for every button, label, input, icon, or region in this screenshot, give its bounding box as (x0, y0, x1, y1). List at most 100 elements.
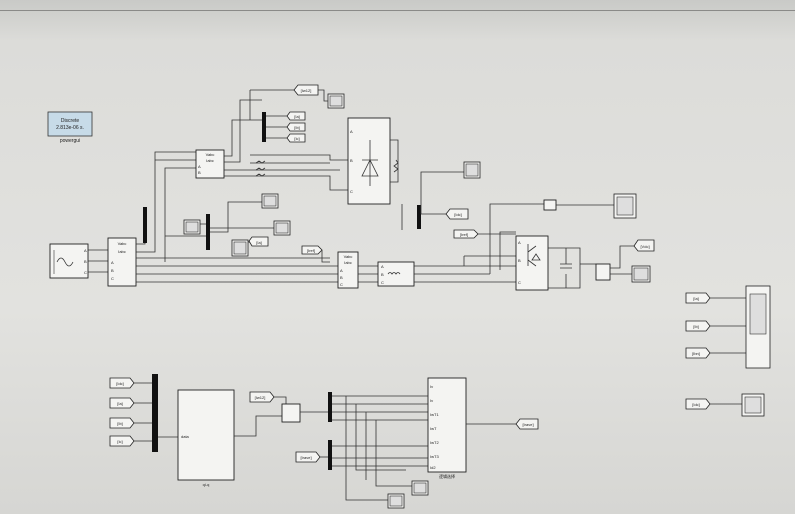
scope-small-right[interactable] (741, 393, 765, 417)
product-block[interactable] (281, 403, 301, 423)
svg-text:Iv: Iv (430, 398, 433, 403)
from-tag-left-2[interactable]: [Ia] (109, 397, 135, 409)
from-iref-2[interactable]: [Iref] (453, 229, 479, 239)
scope-3[interactable] (183, 219, 201, 235)
from-irave[interactable]: [Irave] (295, 451, 321, 463)
scope-4[interactable] (261, 193, 279, 209)
vi-measurement-block-3[interactable]: Vabc Iabc A B C (337, 251, 359, 289)
svg-text:A: A (198, 164, 201, 169)
capacitor-icon (560, 263, 572, 269)
svg-text:[Ic]: [Ic] (294, 136, 299, 141)
svg-text:Vabc: Vabc (118, 241, 127, 246)
svg-text:qi-q: qi-q (203, 482, 210, 487)
svg-text:IwT: IwT (430, 426, 437, 431)
goto-ib[interactable]: [Ib] (286, 122, 306, 132)
svg-text:C: C (518, 280, 521, 285)
goto-ia-mid[interactable]: [Ia] (248, 236, 269, 247)
powergui-label: powergui (60, 138, 80, 144)
svg-text:C: C (111, 276, 114, 281)
svg-text:B: B (381, 272, 384, 277)
svg-text:A: A (350, 129, 353, 134)
from-tag-left-1[interactable]: [Idc] (109, 377, 135, 389)
series-rl-branch-block[interactable]: A B C (377, 261, 415, 287)
from-tag-left-3[interactable]: [Ib] (109, 417, 135, 429)
scope-bottom-1[interactable] (411, 480, 429, 496)
goto-iw12[interactable]: [Iw12] (293, 84, 319, 96)
svg-text:Iv: Iv (430, 384, 433, 389)
scope-5[interactable] (273, 220, 291, 236)
from-tag-right-3[interactable]: [Ibn] (685, 347, 711, 359)
svg-text:B: B (198, 170, 201, 175)
scope-1[interactable] (327, 93, 345, 109)
from-tag-right-2[interactable]: [Ib] (685, 320, 711, 332)
sine-wave-icon (56, 257, 74, 267)
goto-idc[interactable]: [Idc] (445, 208, 469, 220)
from-iw12[interactable]: [Iw12] (249, 391, 275, 403)
scope-large-right[interactable] (745, 285, 771, 369)
subsystem-logic-select[interactable]: Iv Iv IwT1 IwT IwT2 IwT3 Id2 逻辑选择 (427, 377, 467, 479)
from-tag-left-4[interactable]: [Ic] (109, 435, 135, 447)
demux-block[interactable] (328, 392, 332, 422)
vi-measurement-block-1[interactable]: Vabc Iabc A B C (107, 237, 137, 287)
subsystem-qi-q[interactable]: data qi-q (177, 389, 235, 487)
svg-text:C: C (350, 189, 353, 194)
mux-block-5[interactable] (152, 374, 158, 452)
svg-text:Iabc: Iabc (206, 158, 214, 163)
from-iref[interactable]: [Iref] (301, 245, 323, 255)
svg-text:A: A (518, 240, 521, 245)
scope-bottom-2[interactable] (387, 493, 405, 509)
from-tag-right-4[interactable]: [Idc] (685, 398, 711, 410)
svg-text:B: B (84, 259, 87, 264)
svg-text:[Ic]: [Ic] (117, 439, 122, 444)
diode-rectifier-block[interactable]: A B C (347, 117, 391, 205)
svg-text:[Iw12]: [Iw12] (255, 395, 266, 400)
svg-text:[Ia]: [Ia] (693, 296, 699, 301)
scope-2[interactable] (463, 161, 481, 179)
window-top-border (0, 10, 795, 11)
svg-text:[Iw12]: [Iw12] (301, 88, 312, 93)
goto-vdc[interactable]: [Vdc] (633, 239, 655, 252)
from-tag-right-1[interactable]: [Ia] (685, 292, 711, 304)
demux-block-2[interactable] (328, 440, 332, 470)
svg-text:逻辑选择: 逻辑选择 (439, 473, 455, 479)
goto-ia[interactable]: [Ia] (286, 111, 306, 121)
scope-6[interactable] (231, 239, 249, 257)
voltage-measurement-block[interactable] (595, 263, 611, 281)
svg-text:[Irave]: [Irave] (300, 455, 311, 460)
svg-text:A: A (111, 260, 114, 265)
svg-text:[Idc]: [Idc] (454, 212, 462, 217)
diode-icon (361, 140, 379, 186)
igbt-icon (527, 244, 541, 267)
gain-block[interactable] (543, 199, 557, 211)
svg-text:IwT2: IwT2 (430, 440, 439, 445)
svg-text:data: data (181, 434, 190, 439)
svg-text:[Idc]: [Idc] (692, 402, 700, 407)
mux-block-4[interactable] (206, 214, 210, 250)
svg-text:C: C (84, 270, 87, 275)
igbt-converter-block[interactable]: A B C (515, 235, 549, 291)
svg-text:[Ib]: [Ib] (693, 324, 699, 329)
svg-text:B: B (111, 268, 114, 273)
three-phase-source-block[interactable]: A B C (49, 243, 89, 279)
mux-block-3[interactable] (417, 205, 421, 229)
svg-text:[Ia]: [Ia] (294, 114, 300, 119)
powergui-mode: Discrete (61, 118, 80, 124)
vi-measurement-block-2[interactable]: Vabc Iabc A B (195, 149, 225, 179)
svg-text:[Ib]: [Ib] (294, 125, 300, 130)
powergui-sample-time: 2.813e-06 s. (56, 125, 84, 131)
svg-text:[Ib]: [Ib] (117, 421, 123, 426)
scope-8[interactable] (631, 265, 651, 283)
goto-ic[interactable]: [Ic] (286, 133, 306, 143)
goto-iave-out[interactable]: [Irave] (515, 418, 539, 430)
svg-text:[Ia]: [Ia] (256, 240, 262, 245)
svg-text:B: B (518, 258, 521, 263)
mux-block-2[interactable] (262, 112, 266, 142)
powergui-block[interactable]: Discrete 2.813e-06 s. powergui (47, 111, 93, 144)
mux-block-1[interactable] (143, 207, 147, 243)
svg-text:C: C (340, 282, 343, 287)
svg-text:Vabc: Vabc (206, 152, 215, 157)
from-tags-right: [Ia] [Ib] [Ibn] [Idc] (685, 292, 711, 410)
scope-7[interactable] (613, 193, 637, 219)
